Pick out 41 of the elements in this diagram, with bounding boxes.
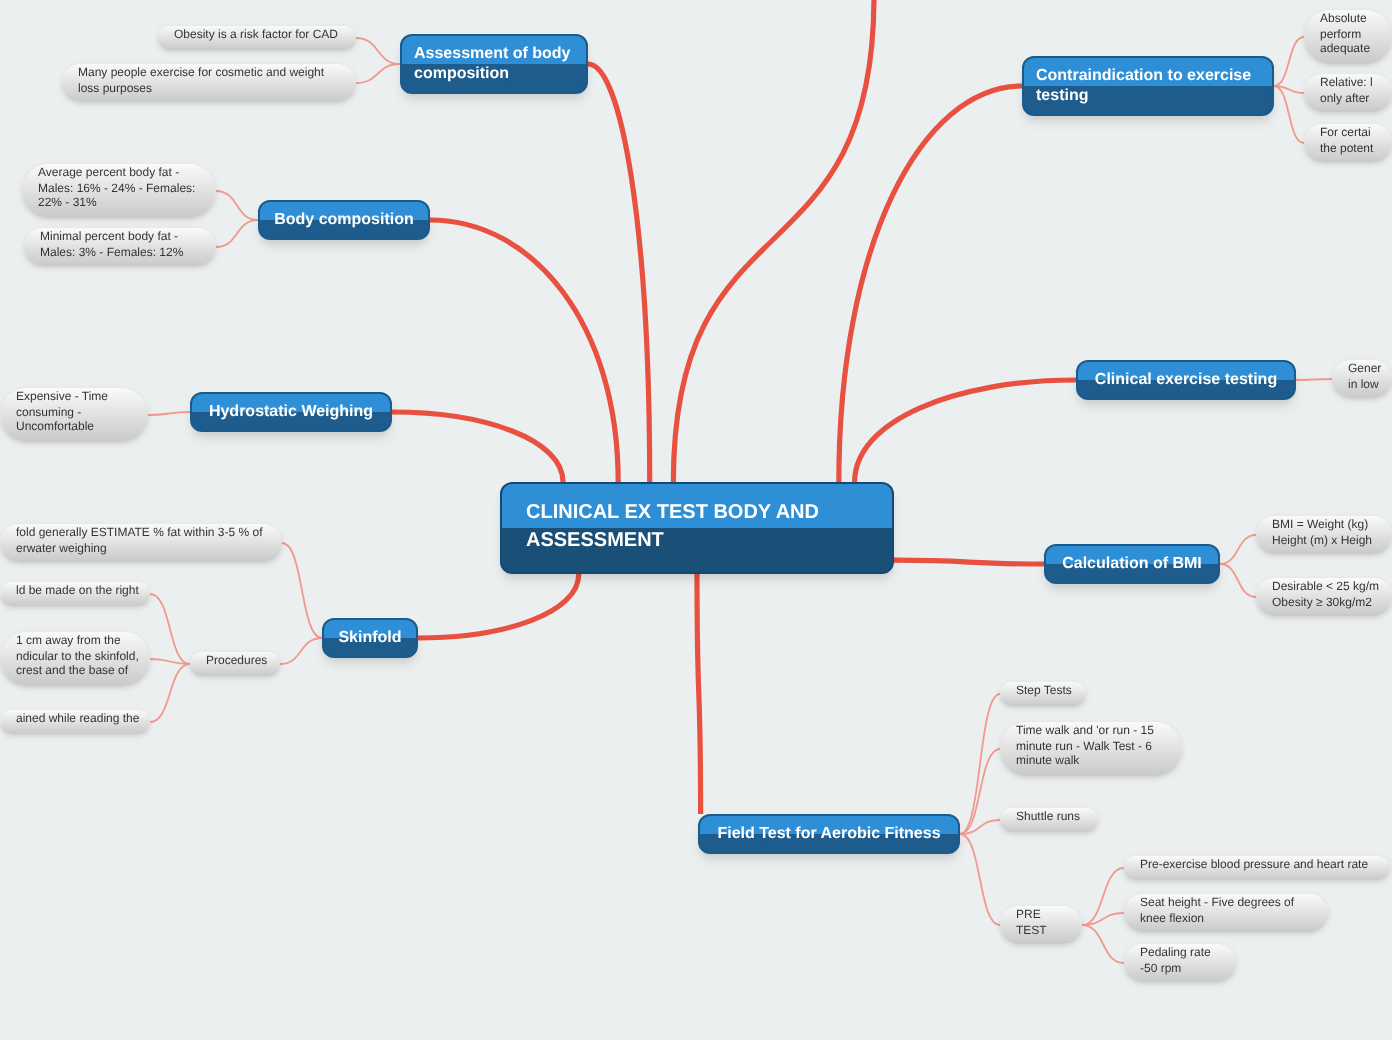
connector [355, 63, 401, 84]
connector [1273, 85, 1305, 144]
connector [215, 190, 259, 221]
connector [836, 83, 1023, 483]
central-topic: CLINICAL EX TEST BODY AND ASSESSMENT [500, 482, 894, 574]
connector [1081, 867, 1125, 926]
connector [1219, 534, 1257, 565]
topic-box: Assessment of body composition [400, 34, 588, 94]
connector [417, 573, 582, 641]
connector [894, 557, 1044, 567]
connector [670, 0, 877, 483]
connector [959, 693, 1001, 835]
connector [147, 411, 191, 416]
connector [1273, 85, 1305, 94]
topic-box: Hydrostatic Weighing [190, 392, 392, 432]
topic-box: Skinfold [322, 618, 418, 658]
connector [355, 37, 401, 65]
connector [1295, 378, 1333, 381]
connector [429, 217, 621, 483]
topic-box: Body composition [258, 200, 430, 240]
connector [149, 658, 191, 665]
topic-box: Contraindication to exercise testing [1022, 56, 1274, 116]
connector [1219, 563, 1257, 598]
connector [149, 663, 191, 723]
topic-box: Calculation of BMI [1044, 544, 1220, 584]
connector [281, 542, 323, 639]
connector [279, 637, 323, 665]
connector [1081, 924, 1125, 964]
topic-box: Field Test for Aerobic Fitness [698, 814, 960, 854]
connector [694, 574, 704, 814]
connector [587, 61, 653, 483]
connector [149, 593, 191, 665]
connector [959, 819, 1001, 835]
topic-box: Clinical exercise testing [1076, 360, 1296, 400]
connector [852, 377, 1077, 483]
connector [959, 833, 1001, 926]
connector [391, 409, 566, 483]
connector [1273, 36, 1305, 87]
connector [1081, 912, 1125, 926]
connector [959, 748, 1001, 835]
connector [215, 219, 259, 248]
